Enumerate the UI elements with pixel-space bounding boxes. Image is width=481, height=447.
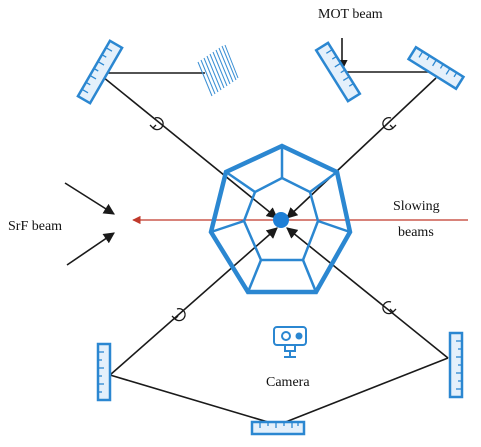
grating-icon bbox=[197, 44, 239, 97]
mirror-top-left bbox=[76, 39, 124, 105]
mirror-top-right bbox=[406, 45, 466, 91]
beam-paths bbox=[64, 38, 449, 426]
srf-beam-lower bbox=[66, 232, 115, 266]
vacuum-chamber bbox=[208, 143, 353, 295]
slowing-beams-label-line1: Slowing bbox=[393, 199, 440, 214]
beam-top-right-diagonal bbox=[286, 77, 437, 219]
circular-polarization-icon bbox=[149, 116, 397, 322]
chamber-inner bbox=[242, 176, 320, 262]
beam-lower-right-diagonal bbox=[286, 227, 449, 359]
mot-beam-label: MOT beam bbox=[318, 7, 383, 22]
chamber-spokes bbox=[210, 146, 351, 293]
mirror-lower-right bbox=[448, 331, 464, 399]
mirror-lower-left bbox=[96, 342, 112, 402]
camera-icon bbox=[273, 326, 307, 358]
beam-top-left-diagonal bbox=[102, 76, 278, 219]
camera-label: Camera bbox=[266, 375, 310, 390]
mirror-bottom bbox=[250, 420, 306, 436]
center-cloud bbox=[273, 212, 289, 228]
srf-beam-upper bbox=[64, 182, 115, 215]
mirror-top-middle bbox=[314, 41, 362, 103]
beam-bottom-left bbox=[109, 374, 279, 426]
slowing-beams-label-line2: beams bbox=[398, 225, 434, 240]
beam-lower-left-diagonal bbox=[109, 227, 278, 376]
beam-bottom-right bbox=[277, 357, 449, 426]
srf-beam-label: SrF beam bbox=[8, 219, 62, 234]
chamber-outer bbox=[208, 143, 353, 295]
